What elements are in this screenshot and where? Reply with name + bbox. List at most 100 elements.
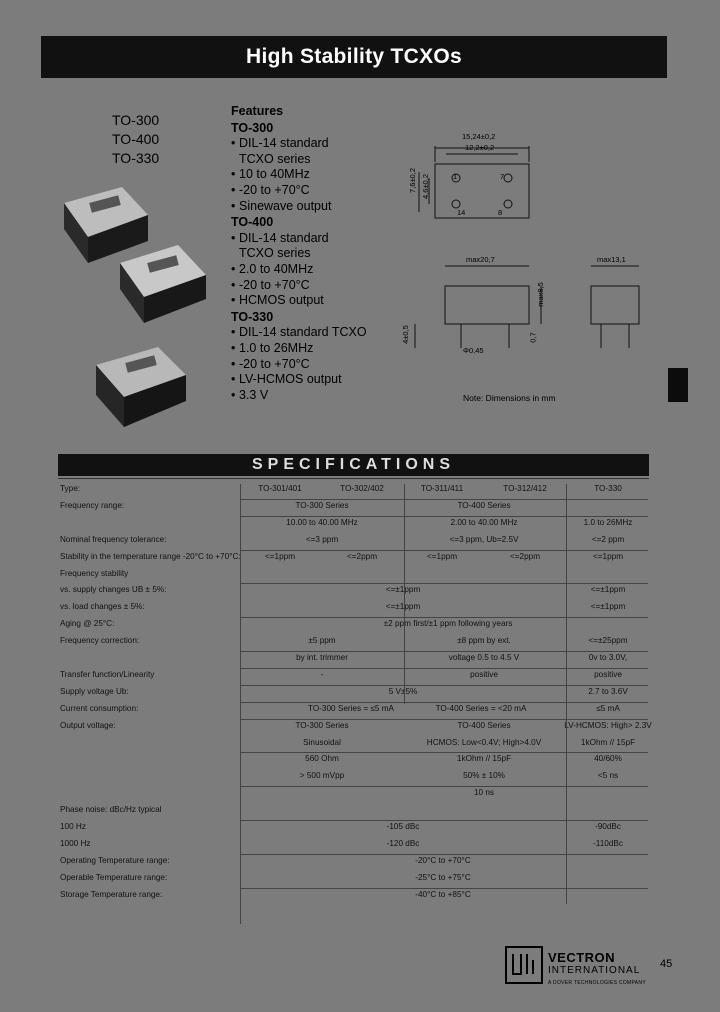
table-rule <box>240 617 648 619</box>
spec-cell: <=±1ppm <box>385 602 421 612</box>
table-rule <box>240 549 648 551</box>
spec-cell: -20°C to +70°C <box>415 855 471 865</box>
spec-row-label: vs. load changes ± 5%: <box>60 602 145 612</box>
feature-group-heading: TO-330 <box>231 309 274 324</box>
spec-row-label: Operable Temperature range: <box>60 872 168 882</box>
spec-cell: <=1ppm <box>264 551 296 561</box>
table-rule <box>240 515 648 517</box>
spec-cell: TO-312/412 <box>503 484 547 493</box>
feature-item: DIL-14 standard TCXO <box>231 325 367 341</box>
page-title-bar: High Stability TCXOs <box>41 36 667 78</box>
spec-cell: <=±1ppm <box>590 602 626 612</box>
model-name: TO-400 <box>112 131 160 147</box>
spec-row-label: 100 Hz <box>60 822 86 831</box>
spec-cell: TO-302/402 <box>340 484 384 493</box>
table-rule <box>240 651 648 652</box>
table-rule <box>240 820 648 821</box>
page-title: High Stability TCXOs <box>245 45 463 68</box>
pin-label: 1 <box>453 172 458 181</box>
brand-tagline: A DOVER TECHNOLOGIES COMPANY <box>548 980 646 986</box>
spec-cell: ±5 ppm <box>308 636 336 646</box>
vectron-logo-mark <box>505 946 543 984</box>
table-rule <box>240 583 648 585</box>
spec-cell: ≤5 mA <box>596 703 620 713</box>
spec-cell: -120 dBc <box>386 838 420 848</box>
brand-subtitle: INTERNATIONAL <box>548 965 641 976</box>
table-rule <box>240 667 648 669</box>
spec-cell: TO-330 <box>594 484 622 493</box>
section-tab-marker <box>668 368 688 402</box>
table-column-rule <box>404 484 405 704</box>
feature-item: 3.3 V <box>231 388 367 404</box>
spec-cell: <5 ns <box>597 771 619 781</box>
spec-cell: -110dBc <box>593 838 623 848</box>
pin-label: 14 <box>457 208 466 217</box>
feature-item: DIL-14 standard <box>231 231 367 247</box>
dim-label: max20,7 <box>466 255 495 264</box>
spec-cell: LV-HCMOS: High> 2.3V <box>564 720 652 730</box>
table-rule <box>240 752 648 754</box>
spec-cell: positive <box>470 669 498 679</box>
spec-cell: TO-311/411 <box>420 484 464 493</box>
spec-cell: -105 dBc <box>386 822 420 831</box>
table-rule <box>240 718 648 720</box>
spec-row-label: Stability in the temperature range -20°C… <box>60 551 241 561</box>
table-column-rule <box>566 484 567 904</box>
table-rule <box>240 498 648 500</box>
spec-cell: ±2 ppm first/±1 ppm following years <box>383 619 513 629</box>
spec-cell: 1kOhm // 15pF <box>580 737 636 747</box>
spec-row-label: Frequency stability <box>60 568 129 578</box>
feature-item: 1.0 to 26MHz <box>231 341 367 357</box>
feature-item: -20 to +70°C <box>231 357 367 373</box>
spec-cell: -25°C to +75°C <box>415 872 471 882</box>
spec-cell: TO-300 Series <box>295 720 349 730</box>
spec-cell: voltage 0.5 to 4.5 V <box>448 653 520 662</box>
table-rule <box>240 786 648 788</box>
feature-item: DIL-14 standard <box>231 136 367 152</box>
feature-item: TCXO series <box>239 246 311 261</box>
spec-cell: TO-400 Series = <20 mA <box>435 703 527 713</box>
spec-cell: positive <box>594 669 622 679</box>
spec-cell: 560 Ohm <box>305 754 339 764</box>
model-name: TO-300 <box>112 112 160 128</box>
pin-label: 7 <box>500 172 505 181</box>
spec-row-label: Operating Temperature range: <box>60 855 170 865</box>
dimensions-note: Note: Dimensions in mm <box>463 393 556 403</box>
table-rule <box>240 853 648 855</box>
spec-cell: Sinusoidal <box>303 737 341 747</box>
spec-cell: <=2 ppm <box>591 534 625 544</box>
feature-item: LV-HCMOS output <box>231 372 367 388</box>
spec-cell: > 500 mVpp <box>299 771 345 781</box>
specifications-header: SPECIFICATIONS <box>58 454 649 476</box>
spec-cell: <=±25ppm <box>588 636 628 646</box>
oscillator-package-image <box>120 245 206 323</box>
spec-cell: <=1ppm <box>592 551 624 561</box>
dimension-drawing <box>414 146 640 348</box>
feature-item: TCXO series <box>239 151 311 166</box>
spec-cell: 10.00 to 40.00 MHz <box>286 517 358 527</box>
feature-item: -20 to +70°C <box>231 183 367 199</box>
spec-cell: <=±1ppm <box>590 585 626 595</box>
dim-label: Φ0,45 <box>463 346 484 355</box>
spec-cell: by int. trimmer <box>296 653 348 662</box>
spec-row-label: vs. supply changes UB ± 5%: <box>60 585 167 595</box>
spec-cell: <=±1ppm <box>385 585 421 595</box>
table-column-rule <box>240 484 241 924</box>
oscillator-package-image <box>64 187 148 263</box>
feature-group-heading: TO-400 <box>231 215 274 230</box>
spec-row-label: Frequency correction: <box>60 636 140 646</box>
spec-row-label: Aging @ 25°C: <box>60 619 115 629</box>
spec-cell: 1kOhm // 15pF <box>456 754 512 764</box>
table-rule <box>240 684 648 686</box>
spec-row-label: Type: <box>60 484 81 493</box>
oscillator-package-image <box>96 347 186 427</box>
specifications-title: SPECIFICATIONS <box>251 456 456 473</box>
spec-row-label: Phase noise: dBc/Hz typical <box>60 805 162 815</box>
spec-row-label: Transfer function/Linearity <box>60 669 155 679</box>
table-rule <box>240 701 648 703</box>
dim-label: 12,2±0,2 <box>465 143 495 152</box>
spec-cell: 1.0 to 26MHz <box>583 517 633 527</box>
spec-row-label: 1000 Hz <box>60 838 91 848</box>
spec-cell: 2.00 to 40.00 MHz <box>450 517 518 527</box>
